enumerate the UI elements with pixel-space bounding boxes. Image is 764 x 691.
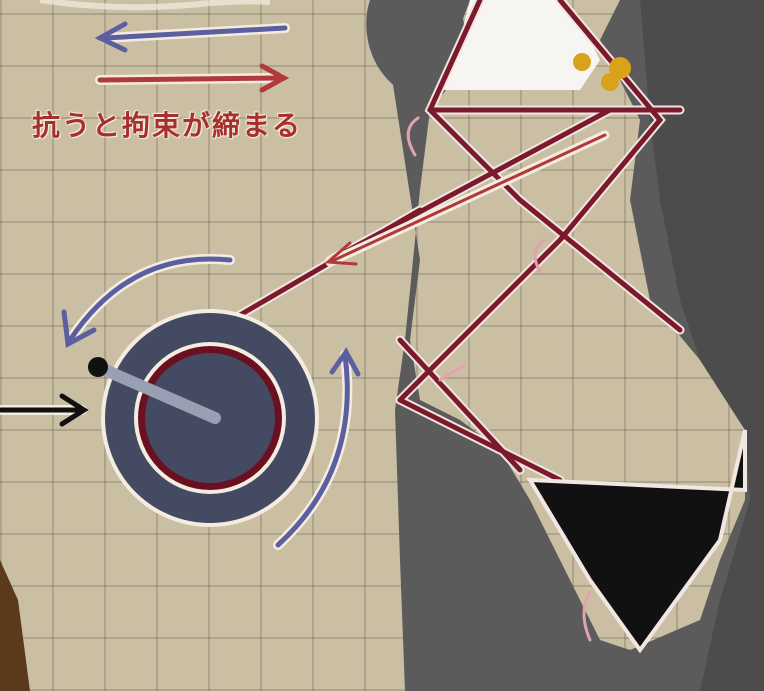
gold-dot-2 xyxy=(609,57,631,79)
rotate-arrow-icon xyxy=(61,254,361,550)
right-red-arrow-icon xyxy=(95,63,290,93)
motion-hooks xyxy=(406,116,592,642)
pull-arrow-icon xyxy=(324,130,610,267)
rope-lines xyxy=(175,0,685,485)
left-blue-arrow-icon xyxy=(94,21,290,53)
knob-dial-icon xyxy=(88,309,319,527)
brown-strip xyxy=(0,560,30,691)
chest-patch xyxy=(440,0,600,90)
body-silhouette xyxy=(366,0,764,691)
push-arrow-icon xyxy=(0,393,89,427)
caption-text: 抗うと拘束が締まる xyxy=(32,109,303,142)
gold-dot-3 xyxy=(601,73,619,91)
top-faded-marks xyxy=(39,0,271,11)
black-garment xyxy=(526,429,747,654)
gold-dot-1 xyxy=(573,53,591,71)
